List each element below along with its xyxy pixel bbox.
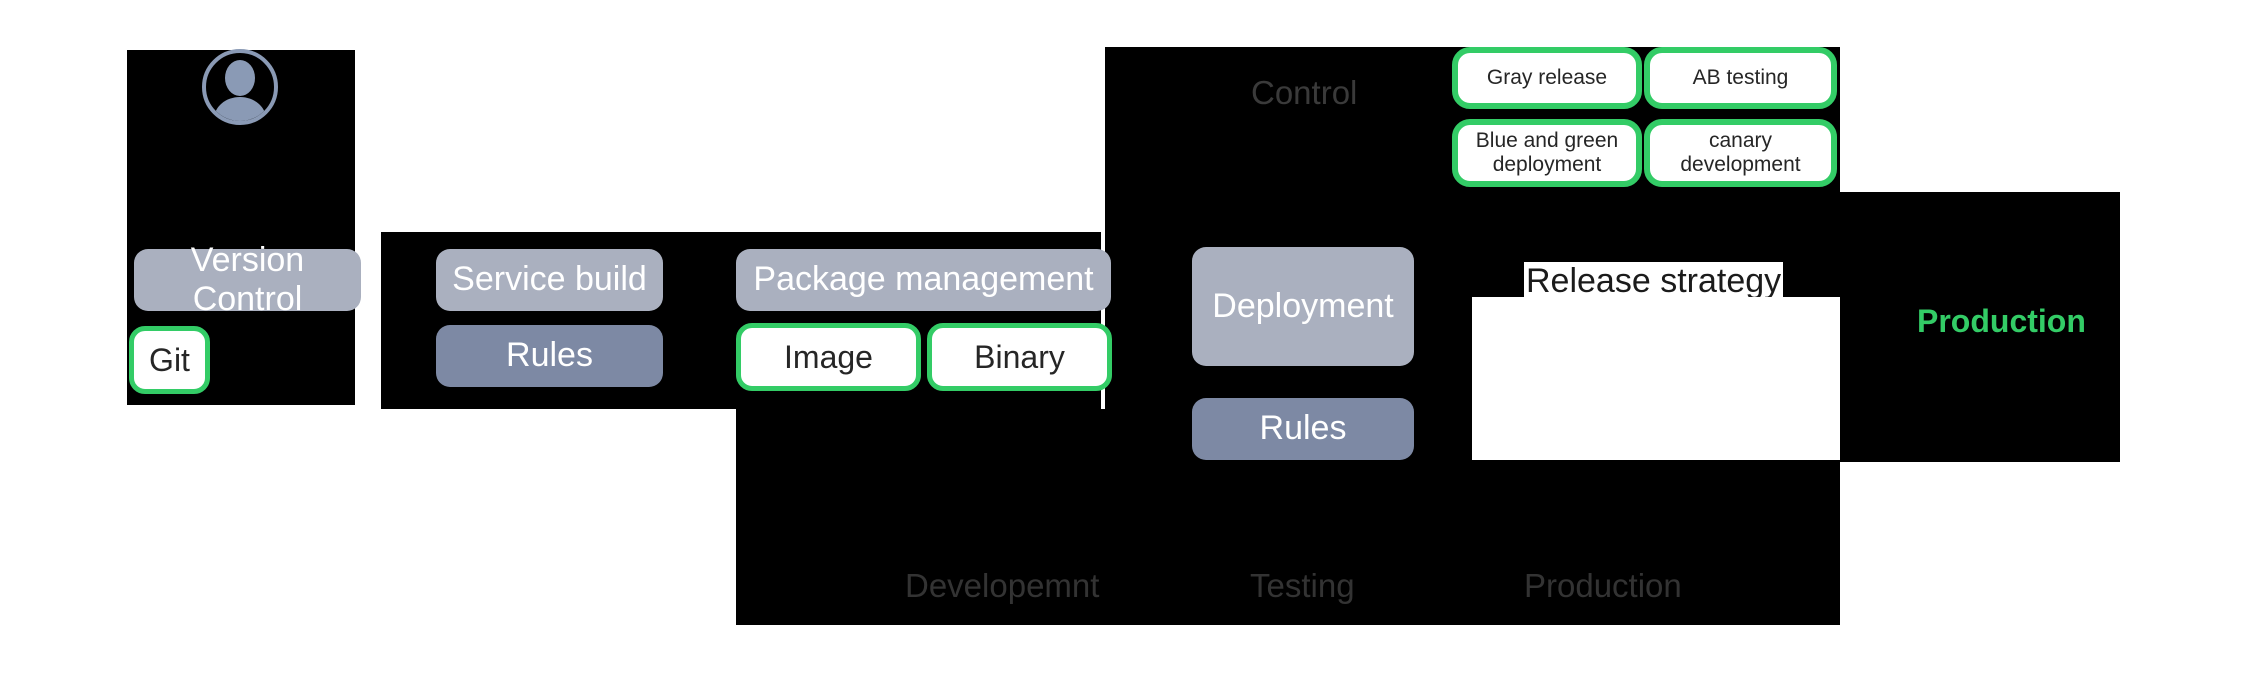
canary-development-label: canary development [1680,128,1801,176]
release-strategy-label: Release strategy [1524,262,1784,301]
environment-lane-development: Developemnt [905,567,1100,604]
release-strategy-detail-area [1472,297,1840,460]
deploy-rules-label: Rules [1259,409,1347,448]
version-control-label: Version Control [190,240,305,318]
production-target-panel [1840,192,2120,462]
strategy-canary-development[interactable]: canary development [1644,119,1837,187]
strategy-blue-green-deployment[interactable]: Blue and green deployment [1452,119,1642,187]
service-build-label: Service build [452,260,647,299]
package-management-group[interactable]: Package management [736,249,1111,311]
build-rules-box[interactable]: Rules [436,325,663,387]
deployment-group[interactable]: Deployment [1192,247,1414,366]
build-rules-label: Rules [506,336,593,375]
gray-release-label: Gray release [1486,65,1608,89]
deployment-label: Deployment [1212,286,1394,325]
production-target-label: Production [1917,303,2086,339]
control-panel-title: Control [1251,74,1358,111]
package-management-label: Package management [753,260,1094,299]
version-control-group[interactable]: Version Control [134,241,361,318]
binary-label: Binary [974,338,1065,375]
environment-lane-testing: Testing [1250,567,1355,604]
git-artifact-box[interactable]: Git [129,326,210,394]
image-label: Image [784,338,873,375]
user-avatar-icon [200,47,280,127]
environment-lane-production: Production [1524,567,1682,604]
git-label: Git [149,341,190,378]
service-build-group[interactable]: Service build [436,249,663,311]
ab-testing-label: AB testing [1692,65,1789,89]
deploy-rules-box[interactable]: Rules [1192,398,1414,460]
strategy-ab-testing[interactable]: AB testing [1644,47,1837,109]
blue-green-deployment-label: Blue and green deployment [1475,128,1619,176]
package-artifact-binary[interactable]: Binary [927,323,1112,391]
package-artifact-image[interactable]: Image [736,323,921,391]
strategy-gray-release[interactable]: Gray release [1452,47,1642,109]
